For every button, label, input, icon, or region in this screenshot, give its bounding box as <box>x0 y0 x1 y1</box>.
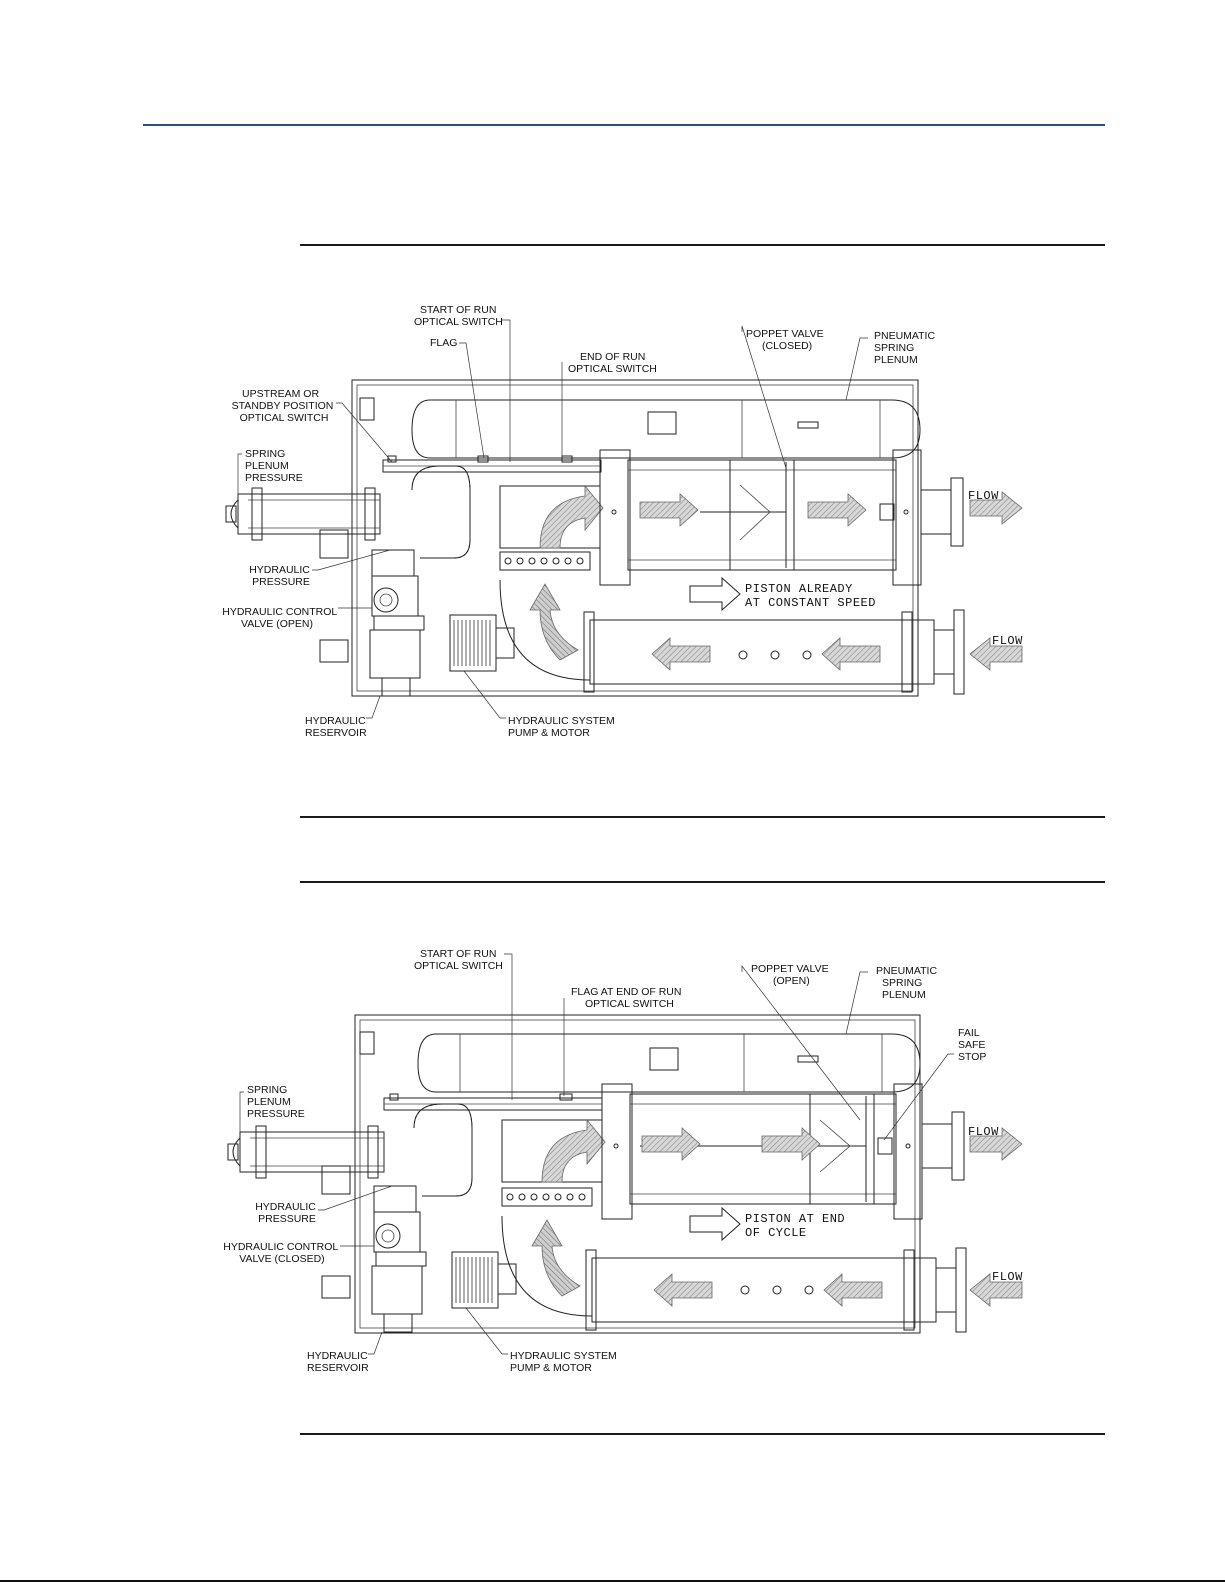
hydraulic-unit <box>319 529 515 697</box>
label-hydraulic-reservoir: HYDRAULIC RESERVOIR <box>307 1350 371 1374</box>
skid-frame <box>351 379 919 697</box>
label-poppet-valve: POPPET VALVE (CLOSED) <box>746 328 827 352</box>
footer-rule <box>0 1580 1225 1582</box>
label-pump-motor: HYDRAULIC SYSTEM PUMP & MOTOR <box>510 1350 620 1374</box>
label-flow-out: FLOW <box>968 489 999 503</box>
optical-switch-rail <box>382 455 602 473</box>
figure1-top-rule <box>300 244 1105 246</box>
pneumatic-spring-plenum <box>417 1033 921 1093</box>
prover-barrel <box>599 449 922 586</box>
label-hydraulic-reservoir: HYDRAULIC RESERVOIR <box>305 715 369 739</box>
flow-in-arrow <box>969 1273 1023 1307</box>
label-end-of-run: END OF RUN OPTICAL SWITCH <box>568 351 657 375</box>
label-flow-in: FLOW <box>992 634 1023 648</box>
flow-out-arrow <box>969 1127 1023 1161</box>
figure2-bottom-rule <box>300 1433 1105 1435</box>
pneumatic-spring-plenum <box>411 399 921 459</box>
optical-switch-rail <box>383 1093 603 1111</box>
spring-plenum-cylinder <box>227 1125 385 1179</box>
label-fail-safe-stop: FAIL SAFE STOP <box>958 1027 988 1063</box>
label-piston-state: PISTON AT END OF CYCLE <box>745 1212 853 1240</box>
spring-plenum-cylinder <box>225 487 381 541</box>
figure2-top-rule <box>300 881 1105 883</box>
label-flag: FLAG <box>430 337 457 349</box>
label-hydraulic-pressure: HYDRAULIC PRESSURE <box>255 1201 319 1225</box>
label-spring-plenum: SPRING PLENUM PRESSURE <box>245 448 303 484</box>
label-flow-in: FLOW <box>992 1270 1023 1284</box>
figure2-prover-diagram: START OF RUN OPTICAL SWITCH FLAG AT END … <box>0 940 1225 1390</box>
label-poppet-valve: POPPET VALVE (OPEN) <box>751 963 832 987</box>
label-upstream-switch: UPSTREAM OR STANDBY POSITION OPTICAL SWI… <box>232 388 337 424</box>
label-spring-plenum: SPRING PLENUM PRESSURE <box>247 1084 305 1120</box>
label-start-of-run: START OF RUN OPTICAL SWITCH <box>414 304 503 328</box>
return-pipe <box>585 1247 967 1333</box>
hydraulic-unit <box>321 1165 517 1333</box>
figure1-bottom-rule <box>300 816 1105 818</box>
label-hydraulic-valve: HYDRAULIC CONTROL VALVE (OPEN) <box>222 606 339 630</box>
label-start-of-run: START OF RUN OPTICAL SWITCH <box>414 948 503 972</box>
label-pneumatic-plenum: PNEUMATIC SPRING PLENUM <box>876 965 940 1001</box>
header-rule <box>143 124 1105 126</box>
return-pipe <box>583 609 965 695</box>
label-pneumatic-plenum: PNEUMATIC SPRING PLENUM <box>874 330 938 366</box>
skid-frame <box>354 1014 921 1334</box>
flow-in-arrow <box>969 637 1023 671</box>
label-hydraulic-pressure: HYDRAULIC PRESSURE <box>249 564 313 588</box>
label-piston-state: PISTON ALREADY AT CONSTANT SPEED <box>745 582 876 610</box>
label-hydraulic-valve: HYDRAULIC CONTROL VALVE (CLOSED) <box>223 1241 340 1265</box>
flow-out-arrow <box>969 491 1023 525</box>
figure1-prover-diagram: START OF RUN OPTICAL SWITCH FLAG END OF … <box>0 290 1225 750</box>
label-pump-motor: HYDRAULIC SYSTEM PUMP & MOTOR <box>508 715 618 739</box>
label-flag-end-of-run: FLAG AT END OF RUN OPTICAL SWITCH <box>571 986 684 1010</box>
label-flow-out: FLOW <box>968 1125 999 1139</box>
